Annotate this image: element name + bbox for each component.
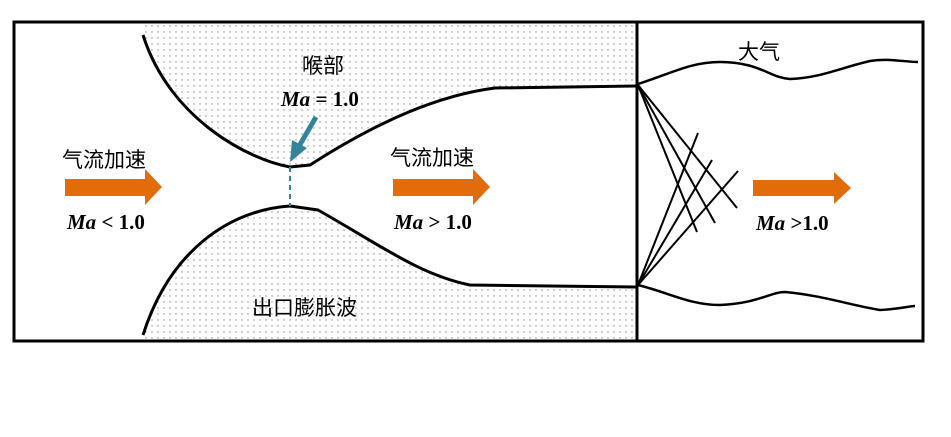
mach-value: = 1.0: [310, 87, 359, 111]
upper-wall-fill: [143, 22, 637, 167]
plume-upper-boundary: [637, 58, 919, 86]
throat-pointer-arrow: [290, 115, 319, 162]
atmosphere-label: 大气: [738, 40, 780, 64]
mach-symbol: Ma: [756, 211, 786, 235]
lower-wall-fill: [143, 206, 637, 340]
mach-symbol: Ma: [281, 87, 311, 111]
frame: [12, 20, 925, 343]
plume-lower-boundary: [637, 283, 916, 312]
inlet-mach-label: Ma < 1.0: [67, 210, 145, 235]
mach-value: > 1.0: [423, 210, 472, 234]
flow-arrow-left: [65, 169, 162, 205]
accel-label-left: 气流加速: [62, 148, 146, 172]
accel-label-right: 气流加速: [390, 146, 474, 170]
flow-arrow-middle: [393, 169, 490, 205]
exit-mach-label: Ma >1.0: [756, 211, 829, 236]
exit-expansion-wave-label: 出口膨胀波: [252, 296, 357, 320]
diverging-mach-label: Ma > 1.0: [394, 210, 472, 235]
mach-value: < 1.0: [96, 210, 145, 234]
mach-symbol: Ma: [394, 210, 424, 234]
lower-nozzle-wall: [141, 204, 638, 336]
mach-value: >1.0: [785, 211, 829, 235]
expansion-wave-lines: [637, 84, 739, 286]
upper-nozzle-wall: [141, 34, 638, 169]
mach-symbol: Ma: [67, 210, 97, 234]
throat-label: 喉部: [302, 54, 344, 78]
flow-arrow-right: [753, 172, 851, 204]
throat-mach-label: Ma = 1.0: [281, 87, 359, 112]
